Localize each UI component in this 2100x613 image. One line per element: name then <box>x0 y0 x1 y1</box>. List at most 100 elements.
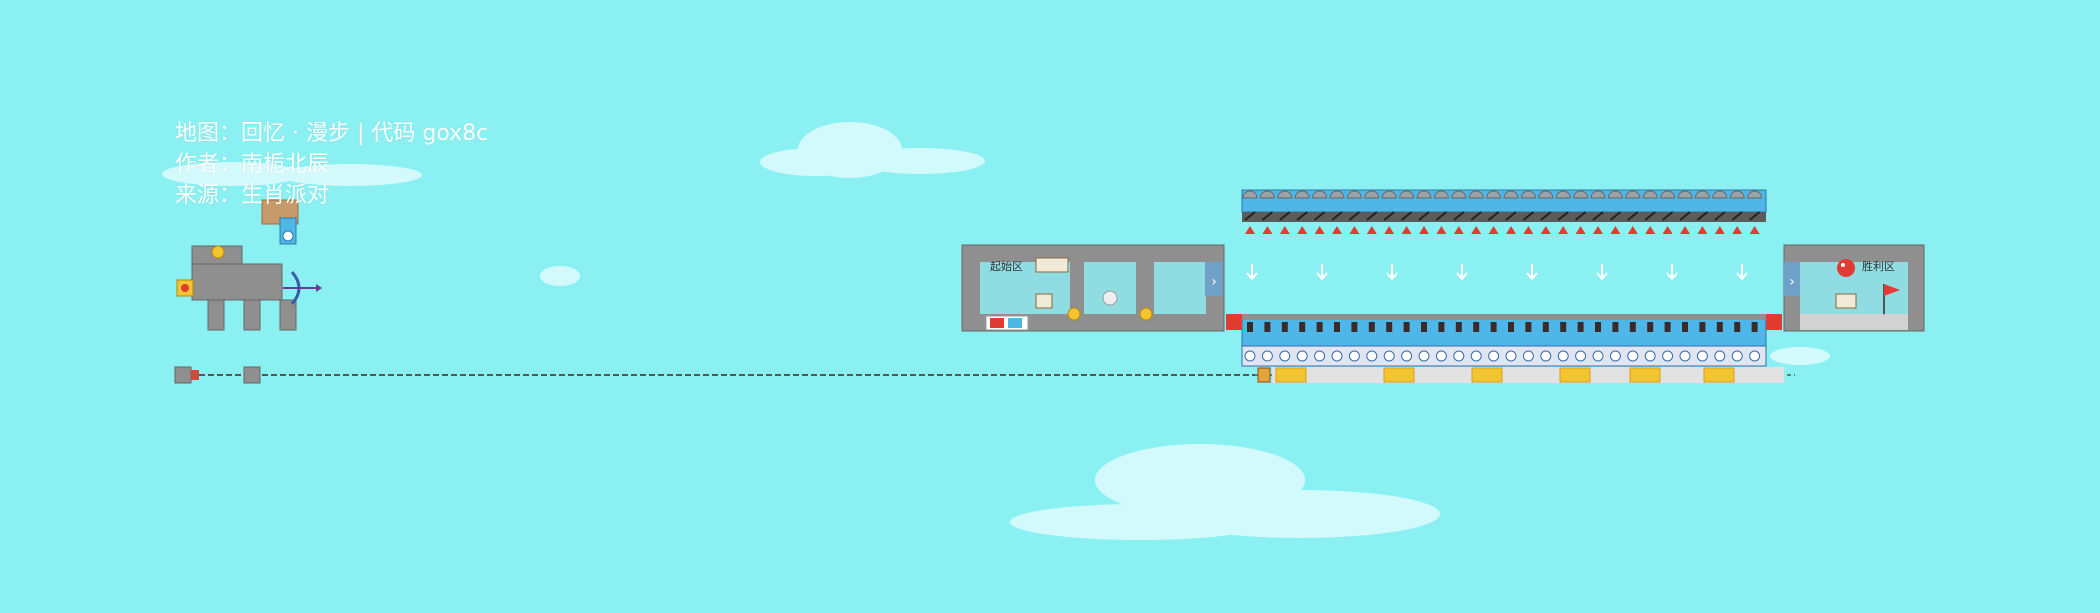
rail-slat <box>1366 211 1378 221</box>
gear-icon <box>1244 350 1256 362</box>
piston <box>1403 322 1410 332</box>
map-info-panel: 地图：回忆 · 漫步 | 代码 gox8c 作者：南栀北辰 来源：生肖派对 <box>175 118 488 211</box>
rail-launcher <box>191 370 199 380</box>
piston <box>1368 322 1375 332</box>
down-arrow-icon <box>1246 264 1258 281</box>
spike <box>1401 226 1412 234</box>
piston <box>1264 322 1271 332</box>
spike-dome <box>1381 190 1397 199</box>
gear-icon <box>1418 350 1430 362</box>
rail-slat <box>1644 211 1656 221</box>
piston <box>1629 322 1636 332</box>
door-right <box>1784 262 1800 296</box>
rail-slat <box>1540 211 1552 221</box>
gear-icon <box>1435 350 1447 362</box>
gear-icon <box>1067 307 1081 321</box>
gear-icon <box>1714 350 1726 362</box>
down-arrow-icon <box>1456 264 1468 281</box>
gear-icon <box>1749 350 1761 362</box>
rail-slat <box>1244 211 1256 221</box>
spike <box>1279 226 1290 234</box>
piston <box>1438 322 1445 332</box>
piston <box>1455 322 1462 332</box>
piston <box>1316 322 1323 332</box>
door-left <box>1205 262 1223 296</box>
spike-dome <box>1468 190 1484 199</box>
gear-icon <box>211 245 225 259</box>
gear-icon <box>1592 350 1604 362</box>
cloud <box>540 266 580 286</box>
coin-block <box>1275 367 1307 383</box>
spike-dome <box>1416 190 1432 199</box>
spike <box>1453 226 1464 234</box>
gear-icon <box>1609 350 1621 362</box>
spike <box>1575 226 1586 234</box>
start-zone-label: 起始区 <box>990 260 1023 273</box>
piston <box>1595 322 1601 332</box>
gear-icon <box>1540 350 1552 362</box>
piston <box>1751 322 1758 332</box>
spike-dome <box>1312 190 1328 199</box>
rail-slat <box>1348 211 1361 221</box>
down-arrow-icon <box>1666 264 1678 281</box>
map-author: 作者：南栀北辰 <box>175 152 330 177</box>
spike <box>1714 226 1725 234</box>
spike-dome <box>1433 190 1449 199</box>
cloud <box>760 122 985 178</box>
spike <box>1506 226 1516 234</box>
rail-slat <box>1714 211 1726 221</box>
left-structure <box>176 199 322 331</box>
cloud <box>162 162 422 186</box>
gear-icon <box>1557 350 1569 362</box>
gear-icon <box>1296 350 1308 362</box>
rail-cart <box>1257 367 1271 383</box>
spike-dome <box>1625 190 1641 199</box>
rail-slat <box>1331 211 1343 221</box>
spike-dome <box>1729 190 1745 199</box>
cloud <box>1770 347 1830 365</box>
mushroom-icon <box>1837 259 1855 277</box>
map-title: 地图：回忆 · 漫步 | 代码 gox8c <box>175 121 489 146</box>
piston <box>1334 322 1340 332</box>
spike <box>1697 226 1708 234</box>
spike-dome <box>1451 190 1467 199</box>
clouds <box>162 122 1830 540</box>
gear-icon <box>1731 350 1743 362</box>
spike-dome <box>1538 190 1554 199</box>
coin-block <box>1703 367 1735 383</box>
piston <box>1664 322 1671 332</box>
coin-block <box>1629 367 1661 383</box>
rail-slat <box>1470 211 1482 221</box>
cloud <box>1010 444 1440 540</box>
spike-dome <box>1294 190 1310 199</box>
spike-dome <box>1642 190 1658 199</box>
signpost-icon <box>1035 257 1069 273</box>
piston <box>1386 322 1393 332</box>
spike <box>1349 226 1360 234</box>
rail-slat <box>1748 211 1761 221</box>
piston <box>1421 322 1427 332</box>
spike <box>1662 226 1673 234</box>
spike <box>1558 226 1569 234</box>
spike-dome <box>1660 190 1676 199</box>
gear-icon <box>1453 350 1465 362</box>
rail-slat <box>1592 211 1604 221</box>
down-arrow-icon <box>1736 264 1748 281</box>
gear-icon <box>1314 350 1326 362</box>
piston <box>1525 322 1532 332</box>
spike <box>1384 226 1395 234</box>
piston <box>1542 322 1549 332</box>
svg-text:›: › <box>1789 274 1795 290</box>
rail-slat <box>1505 211 1517 221</box>
rail-slat <box>1696 211 1709 221</box>
spike <box>1419 226 1429 234</box>
spike <box>1540 226 1551 234</box>
spike <box>1332 226 1342 234</box>
spike-dome <box>1277 190 1293 199</box>
gear-icon <box>1627 350 1639 362</box>
spike <box>1488 226 1499 234</box>
gear-icon <box>1470 350 1482 362</box>
gear-icon <box>1575 350 1587 362</box>
